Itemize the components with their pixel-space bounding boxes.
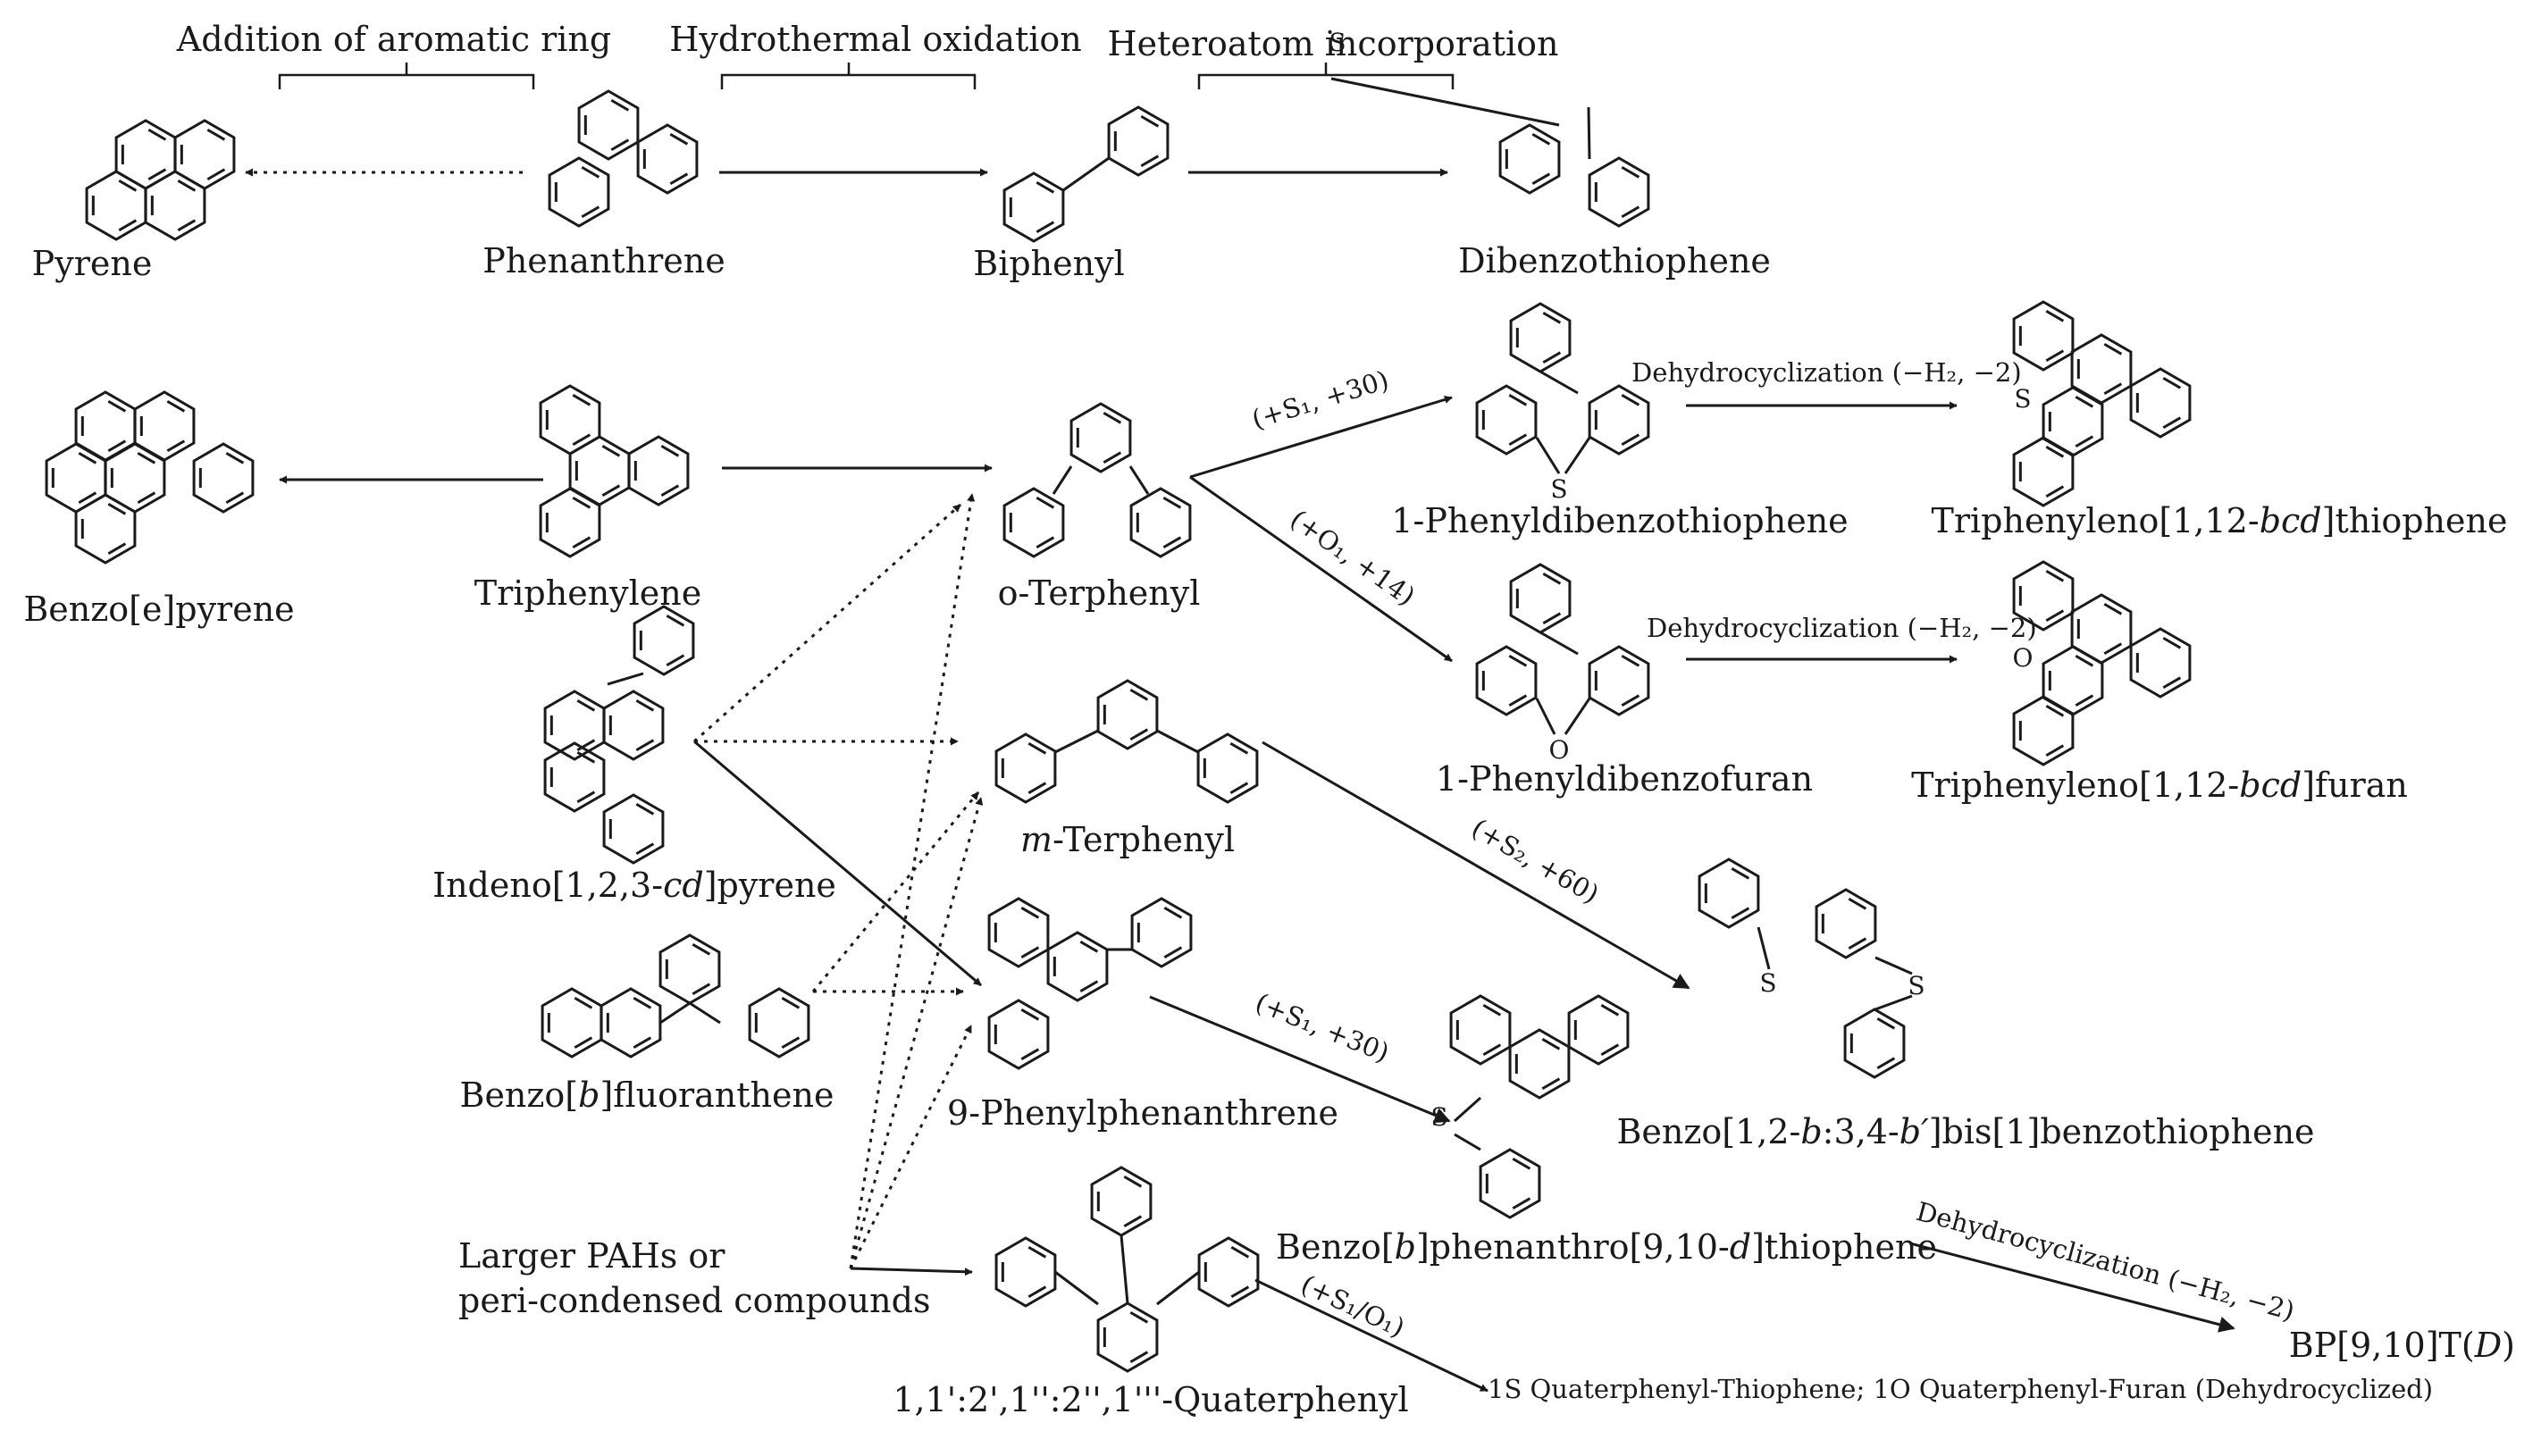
benzo-e-pyrene-structure	[45, 390, 255, 565]
cond-dehydro-1: Dehydrocyclization (−H₂, −2)	[1631, 357, 2022, 388]
label-phenylphenanthrene: 9-Phenylphenanthrene	[947, 1093, 1338, 1133]
indeno-pyrene-structure	[543, 605, 695, 865]
quaterphenyl-structure	[994, 1166, 1260, 1373]
label-phenanthrothiophene: Benzo[b]phenanthro[9,10-d]thiophene	[1276, 1227, 1937, 1267]
label-triphenyleno-furan: Triphenyleno[1,12-bcd]furan	[1911, 766, 2408, 805]
arrow-bbf-to-mterphenyl	[811, 791, 980, 992]
label-pyrene: Pyrene	[32, 244, 153, 283]
arrow-larger-to-oterphenyl	[849, 493, 976, 1269]
label-quaterphenyl: 1,1':2',1'':2'',1'''-Quaterphenyl	[893, 1380, 1408, 1419]
arrow-bpt-to-bp	[1909, 1242, 2235, 1333]
pyrene-structure	[85, 119, 236, 241]
cond-s1-o1: (+S₁/O₁)	[1296, 1269, 1409, 1343]
header-addition: Addition of aromatic ring	[176, 20, 611, 89]
arrow-mterphenyl-to-bbt	[1262, 741, 1690, 990]
label-larger-pahs-line2: peri-condensed compounds	[458, 1281, 930, 1320]
header-oxidation-label: Hydrothermal oxidation	[669, 20, 1082, 59]
triphenyleno-thiophene-structure	[2012, 300, 2192, 507]
label-bp-9-10-t-d: BP[9,10]T(D)	[2289, 1326, 2515, 1365]
header-addition-label: Addition of aromatic ring	[176, 20, 611, 59]
label-phenyldibenzofuran: 1-Phenyldibenzofuran	[1436, 759, 1813, 799]
label-benzo-e-pyrene: Benzo[e]pyrene	[23, 590, 294, 629]
label-dibenzothiophene: Dibenzothiophene	[1458, 241, 1771, 280]
label-m-terphenyl: m-Terphenyl	[1020, 820, 1235, 859]
cond-s1-30-a: (+S₁, +30)	[1248, 364, 1392, 435]
cond-s1-30-b: (+S₁, +30)	[1251, 987, 1393, 1068]
arrow-pp-to-bpt	[1149, 995, 1451, 1124]
dbt-s-atom: S	[1329, 28, 1346, 57]
arrow-indeno-to-oterphenyl	[693, 503, 961, 743]
ttp-s-atom: S	[2014, 384, 2031, 414]
cond-s2-60: (+S₂, +60)	[1467, 813, 1605, 909]
bbt-s-atom-1: S	[1759, 968, 1776, 998]
phenyldibenzothiophene-structure	[1475, 302, 1650, 474]
cond-dehydro-2: Dehydrocyclization (−H₂, −2)	[1647, 613, 2037, 643]
phenanthrothiophene-structure	[1449, 994, 1630, 1219]
arrow-larger-to-quater	[850, 1267, 973, 1276]
bisbenzothiophene-structure	[1698, 858, 1913, 1079]
bracket-heteroatom	[1197, 63, 1455, 89]
label-phenanthrene: Phenanthrene	[482, 241, 725, 280]
header-oxidation: Hydrothermal oxidation	[669, 20, 1082, 89]
arrow-larger-to-mterphenyl	[849, 797, 984, 1269]
header-heteroatom-label: Heteroatom incorporation	[1107, 24, 1558, 63]
label-quater-products: 1S Quaterphenyl-Thiophene; 1O Quaterphen…	[1488, 1374, 2433, 1404]
bbt-s-atom-2: S	[1908, 971, 1925, 1000]
arrow-indeno-to-pp	[693, 740, 982, 987]
dibenzothiophene-structure	[1330, 77, 1650, 228]
arrow-oterphenyl-to-pdbf	[1189, 475, 1453, 663]
biphenyl-structure	[1002, 105, 1170, 243]
o-terphenyl-structure	[1002, 402, 1192, 558]
m-terphenyl-structure	[994, 679, 1259, 804]
cond-dehydro-3: Dehydrocyclization (−H₂, −2)	[1913, 1196, 2298, 1326]
label-triphenyleno-thiophene: Triphenyleno[1,12-bcd]thiophene	[1932, 501, 2508, 540]
header-heteroatom: Heteroatom incorporation	[1107, 24, 1559, 89]
label-phenyldibenzothiophene: 1-Phenyldibenzothiophene	[1391, 501, 1848, 540]
phenanthrene-structure	[548, 89, 699, 228]
label-benzo-b-fluoranthene: Benzo[b]fluoranthene	[460, 1075, 834, 1115]
label-triphenylene: Triphenylene	[474, 573, 702, 613]
benzo-b-fluoranthene-structure	[541, 933, 810, 1059]
arrow-oterphenyl-to-pdbt	[1189, 396, 1453, 479]
label-indeno-pyrene: Indeno[1,2,3-cd]pyrene	[432, 866, 836, 905]
phenyldibenzofuran-structure	[1475, 563, 1650, 735]
label-o-terphenyl: o-Terphenyl	[998, 573, 1201, 613]
label-bisbenzothiophene: Benzo[1,2-b:3,4-b′]bis[1]benzothiophene	[1616, 1112, 2314, 1151]
label-larger-pahs-line1: Larger PAHs or	[458, 1236, 725, 1276]
triphenylene-structure	[539, 384, 690, 558]
bracket-oxidation	[720, 63, 977, 89]
phenylphenanthrene-structure	[987, 897, 1193, 1070]
pdbf-o-atom: O	[1549, 735, 1570, 765]
triphenyleno-furan-structure	[2012, 560, 2192, 766]
ttf-o-atom: O	[2013, 643, 2034, 673]
bracket-addition	[278, 63, 535, 89]
arrow-larger-to-pp	[849, 1025, 973, 1269]
pdbt-s-atom: S	[1550, 474, 1567, 504]
label-biphenyl: Biphenyl	[973, 244, 1124, 283]
arrow-quater-to-products	[1254, 1278, 1489, 1393]
